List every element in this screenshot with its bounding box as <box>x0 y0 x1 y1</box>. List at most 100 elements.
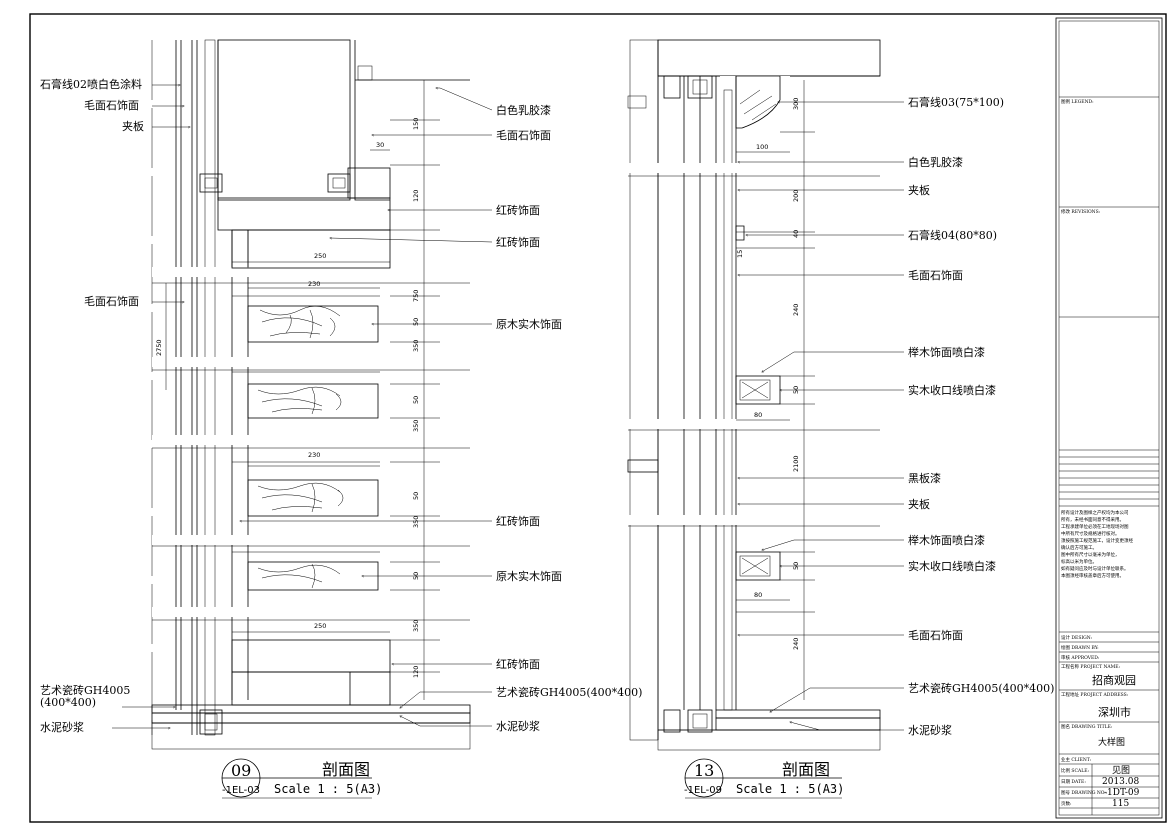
tb-drawing-title: 大样图 <box>1098 736 1125 748</box>
scale-13: Scale 1 : 5(A3) <box>736 782 844 796</box>
dim-150: 150 <box>412 118 420 130</box>
label-plywood: 夹板 <box>122 119 144 133</box>
wall-layers-09 <box>151 39 249 736</box>
title-block: 图例 LEGEND: 修改 REVISIONS: 所有设计及图样之产权均为本公司… <box>1055 17 1163 819</box>
label-beech-1: 榉木饰面喷白漆 <box>908 345 985 359</box>
tb-drawing-no-label: 图号 DRAWING NO.: <box>1061 790 1108 796</box>
label-solid-trim-1: 实木收口线喷白漆 <box>908 383 996 397</box>
tb-project-address: 深圳市 <box>1098 705 1131 719</box>
dim-r-2100: 2100 <box>792 455 800 472</box>
plaster-crown-04 <box>735 225 745 241</box>
label-art-tile-13: 艺术瓷砖GH4005(400*400) <box>908 681 1054 695</box>
label-red-brick-1: 红砖饰面 <box>496 203 540 217</box>
leaders-right-09 <box>240 88 493 727</box>
tb-client-label: 业主 CLIENT: <box>1061 756 1092 763</box>
dim-r-200: 200 <box>792 190 800 202</box>
section-title-09: 剖面图 <box>322 760 370 779</box>
label-beech-2: 榉木饰面喷白漆 <box>908 533 985 547</box>
tb-note-1: 所有，未经书面同意不得采用。 <box>1061 516 1124 523</box>
dim-350: 350 <box>412 340 420 352</box>
tb-page-label: 页数: <box>1061 800 1072 807</box>
label-red-brick-4: 红砖饰面 <box>496 657 540 671</box>
label-solid-wood-1: 原木实木饰面 <box>496 317 562 331</box>
dim-r-240b: 240 <box>792 638 800 650</box>
dim-250b: 250 <box>314 622 326 630</box>
niche-frame-09 <box>217 39 351 201</box>
tb-scale-value: 见图 <box>1112 765 1130 776</box>
tb-drawn-label: 绘图 DRAWN BY: <box>1061 644 1099 651</box>
labels-right-09: 白色乳胶漆 毛面石饰面 红砖饰面 红砖饰面 原木实木饰面 红砖饰面 原木实木饰面… <box>496 103 642 733</box>
tb-note-2: 工程承建单位必须在工地现场对图 <box>1061 523 1129 530</box>
dim-230b: 230 <box>308 451 320 459</box>
break-lines-13 <box>628 163 880 527</box>
label-white-latex-13: 白色乳胶漆 <box>908 155 963 169</box>
dim-50c: 50 <box>412 492 420 500</box>
label-cement-mortar-09: 水泥砂浆 <box>496 719 540 733</box>
label-plywood-13a: 夹板 <box>908 183 930 197</box>
label-red-brick-2: 红砖饰面 <box>496 235 540 249</box>
dim-50b: 50 <box>412 396 420 404</box>
break-lines-09 <box>152 267 470 621</box>
ceiling-slab-13 <box>657 39 881 77</box>
title-bubble-13: 13 -1EL-09 剖面图 Scale 1 : 5(A3) <box>684 758 844 799</box>
section-13: 300 100 200 40 15 240 50 80 2100 50 80 2… <box>627 39 1054 799</box>
section-title-13: 剖面图 <box>782 760 830 779</box>
tb-note-3: 中所有尺寸及规格进行核对。 <box>1061 530 1120 537</box>
tb-project-name-label: 工程名称 PROJECT NAME: <box>1061 663 1121 670</box>
labels-right-13: 石膏线03(75*100) 白色乳胶漆 夹板 石膏线04(80*80) 毛面石饰… <box>908 95 1054 737</box>
tb-project-address-label: 工程地址 PROJECT ADDRESS: <box>1061 691 1129 698</box>
dim-r-80: 80 <box>754 411 762 419</box>
dimensions-09 <box>165 80 440 700</box>
label-white-latex: 白色乳胶漆 <box>496 103 551 117</box>
red-brick-band-09 <box>217 197 391 231</box>
dim-30: 30 <box>376 141 384 149</box>
tb-drawing-no-value: -1DT-09 <box>1104 788 1140 798</box>
labels-left-09: 石膏线02喷白色涂料 毛面石饰面 夹板 毛面石饰面 艺术瓷砖GH4005 (40… <box>40 77 144 734</box>
label-plaster-line-02: 石膏线02喷白色涂料 <box>40 77 142 91</box>
wood-panel-1 <box>247 305 379 343</box>
dim-350b: 350 <box>412 420 420 432</box>
floor-09 <box>151 704 471 750</box>
label-solid-trim-2: 实木收口线喷白漆 <box>908 559 996 573</box>
wood-panel-2 <box>247 383 379 419</box>
dim-350d: 350 <box>412 620 420 632</box>
leaders-right-13 <box>738 102 904 731</box>
tb-note-4: 须按照施工规范施工，设计变更须经 <box>1061 537 1133 544</box>
dim-750: 750 <box>412 290 420 302</box>
label-rough-stone-2: 毛面石饰面 <box>84 294 139 308</box>
dim-230: 230 <box>308 280 320 288</box>
tb-date-label: 日期 DATE: <box>1061 779 1086 785</box>
dim-2750: 2750 <box>155 339 163 356</box>
floor-13 <box>657 709 881 751</box>
leaders-left-09 <box>112 85 190 728</box>
tb-note-8: 如有疑问应及时与设计单位联系。 <box>1061 565 1129 572</box>
tb-page-value: 115 <box>1112 799 1129 809</box>
tb-note-7: 标高以米为单位。 <box>1061 558 1097 565</box>
tb-note-0: 所有设计及图样之产权均为本公司 <box>1061 509 1129 516</box>
label-plaster-line-03: 石膏线03(75*100) <box>908 95 1004 109</box>
plaster-crown-03 <box>735 75 781 129</box>
label-art-tile-size-left: (400*400) <box>40 696 96 709</box>
label-plaster-line-04: 石膏线04(80*80) <box>908 228 997 242</box>
bubble-number-13: 13 <box>694 761 714 780</box>
tb-note-9: 本图须经审核盖章后方可使用。 <box>1061 572 1124 579</box>
label-solid-wood-2: 原木实木饰面 <box>496 569 562 583</box>
wood-panel-3 <box>247 479 379 517</box>
label-rough-stone-3: 毛面石饰面 <box>496 128 551 142</box>
tb-note-5: 确认后方可施工。 <box>1061 544 1097 551</box>
dim-r-240: 240 <box>792 304 800 316</box>
label-rough-stone-13a: 毛面石饰面 <box>908 268 963 282</box>
wall-layers-13 <box>629 39 737 741</box>
label-art-tile-right-09: 艺术瓷砖GH4005(400*400) <box>496 685 642 699</box>
tb-note-6: 图中所有尺寸以毫米为单位， <box>1061 551 1120 558</box>
title-bubble-09: 09 -1EL-03 剖面图 Scale 1 : 5(A3) <box>221 758 382 799</box>
label-rough-stone-1: 毛面石饰面 <box>84 98 139 112</box>
dim-r-80b: 80 <box>754 591 762 599</box>
label-cement-mortar-left: 水泥砂浆 <box>40 720 84 734</box>
dim-250: 250 <box>314 252 326 260</box>
section-09: 150 30 120 250 230 750 50 350 50 350 230… <box>40 39 642 799</box>
bubble-ref-13: -1EL-09 <box>684 785 722 796</box>
tb-legend-label: 图例 LEGEND: <box>1061 98 1094 105</box>
dim-120: 120 <box>412 190 420 202</box>
